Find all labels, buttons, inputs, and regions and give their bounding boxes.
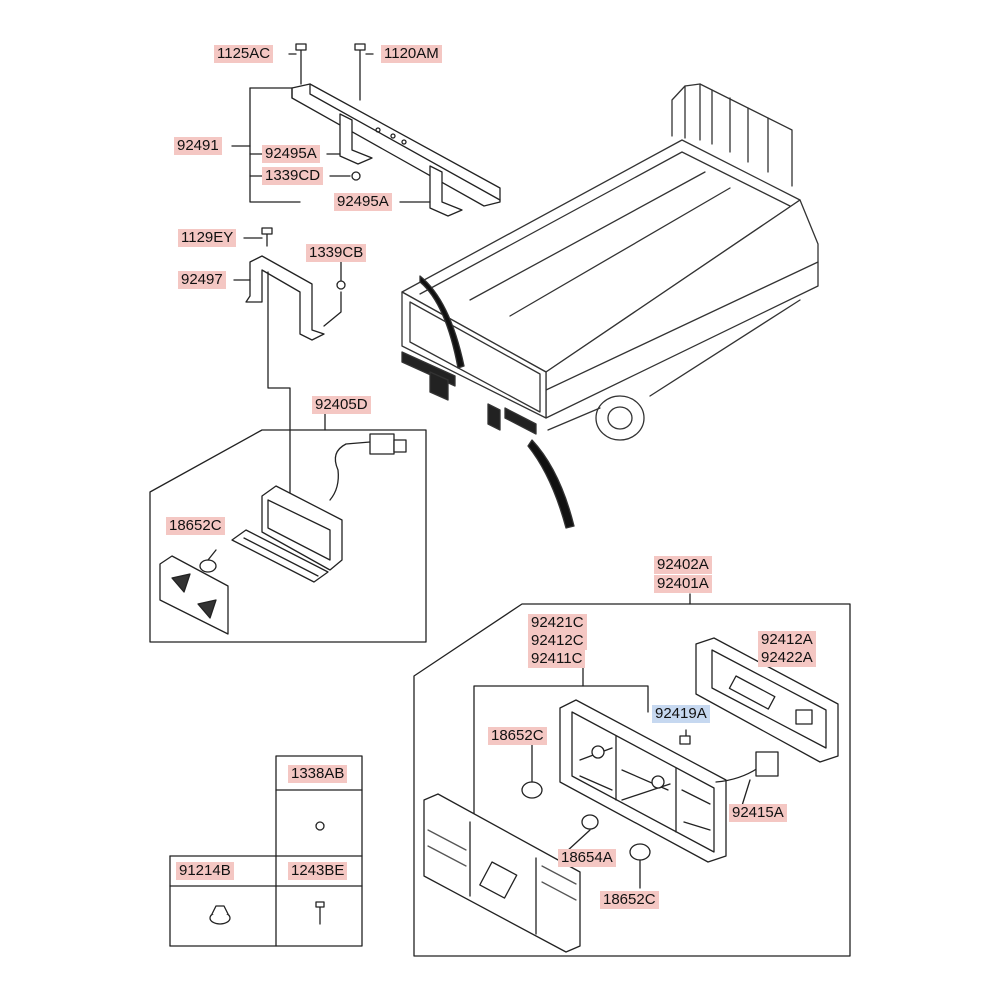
part-label-92412C: 92412C [528, 632, 587, 650]
fastener-grid [170, 756, 362, 946]
part-label-1125AC: 1125AC [214, 45, 274, 63]
part-label-92495A-top: 92495A [262, 145, 320, 163]
truck-illustration [402, 84, 818, 528]
part-label-92401A: 92401A [654, 575, 712, 593]
part-label-18652C-bottom: 18652C [600, 891, 659, 909]
part-label-1120AM: 1120AM [381, 45, 442, 63]
part-label-18652C-left: 18652C [166, 517, 225, 535]
part-label-92402A: 92402A [654, 556, 712, 574]
part-label-92411C: 92411C [528, 650, 586, 668]
rear-crossmember-bracket [292, 44, 500, 216]
rear-combination-lamp-box [414, 594, 850, 956]
part-label-18654A: 18654A [558, 849, 616, 867]
part-label-92419A: 92419A [652, 705, 710, 723]
part-label-92412A: 92412A [758, 631, 816, 649]
license-lamp-box [150, 414, 426, 642]
part-label-92491: 92491 [174, 137, 222, 155]
part-label-1338AB: 1338AB [288, 765, 348, 783]
part-label-92421C: 92421C [528, 614, 587, 632]
part-label-18652C-mid: 18652C [488, 727, 547, 745]
part-label-1339CB: 1339CB [306, 244, 367, 262]
leader-lines-top [232, 54, 430, 202]
part-label-91214B: 91214B [176, 862, 234, 880]
part-label-1243BE: 1243BE [288, 862, 348, 880]
part-label-92497: 92497 [178, 271, 226, 289]
license-lamp-bracket [234, 228, 345, 498]
part-label-92422A: 92422A [758, 649, 816, 667]
part-label-92415A: 92415A [729, 804, 787, 822]
part-label-92405D: 92405D [312, 396, 371, 414]
part-label-92495A-bottom: 92495A [334, 193, 392, 211]
part-label-1129EY: 1129EY [178, 229, 237, 247]
part-label-1339CD: 1339CD [262, 167, 324, 185]
